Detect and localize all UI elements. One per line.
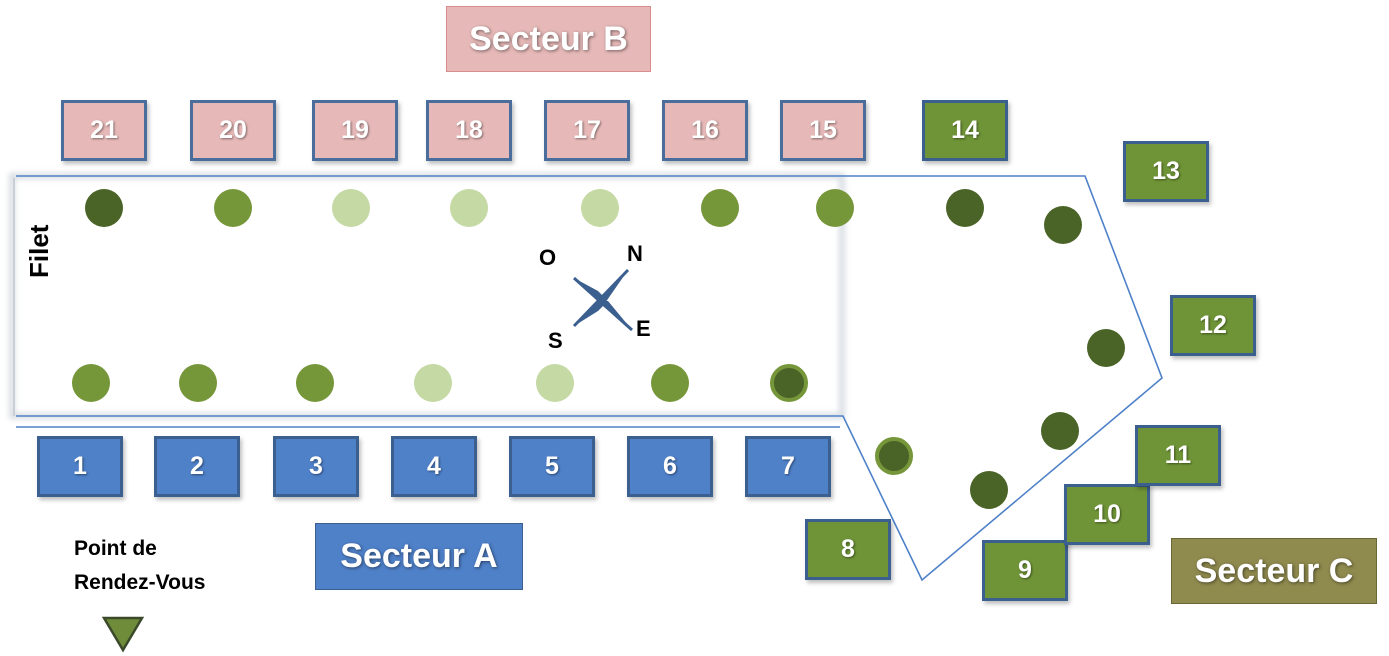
post-15: 15: [780, 100, 866, 161]
tree-dot: [1044, 206, 1082, 244]
tree-dot: [414, 364, 452, 402]
tree-dot: [72, 364, 110, 402]
tree-dot: [581, 189, 619, 227]
tree-dot: [770, 364, 808, 402]
tree-dot: [970, 471, 1008, 509]
post-9: 9: [982, 540, 1068, 601]
compass-west: O: [539, 245, 557, 270]
tree-dot: [651, 364, 689, 402]
tree-dot: [946, 189, 984, 227]
compass-east: E: [636, 316, 651, 341]
rendez-vous-line2: Rendez-Vous: [74, 571, 206, 594]
tree-row-top: [85, 189, 1082, 244]
post-8: 8: [805, 519, 891, 580]
post-18: 18: [426, 100, 512, 161]
tree-dot: [1041, 412, 1079, 450]
tree-row-bottom: [72, 364, 808, 402]
tree-dot: [332, 189, 370, 227]
filet-label: Filet: [24, 224, 54, 278]
post-17: 17: [544, 100, 630, 161]
rendez-vous-line1: Point de: [74, 537, 157, 560]
post-4: 4: [391, 436, 477, 497]
compass-rose: [572, 268, 634, 332]
sector-b-label: Secteur B: [446, 6, 651, 72]
rendez-vous-label: Point de Rendez-Vous: [74, 532, 205, 600]
post-13: 13: [1123, 141, 1209, 202]
post-1: 1: [37, 436, 123, 497]
tree-dot: [450, 189, 488, 227]
post-11: 11: [1135, 425, 1221, 486]
rendez-vous-triangle-icon: [101, 616, 145, 653]
post-6: 6: [627, 436, 713, 497]
sector-c-label: Secteur C: [1171, 538, 1377, 604]
tree-dot: [536, 364, 574, 402]
post-10: 10: [1064, 484, 1150, 545]
tree-dot: [875, 437, 913, 475]
post-20: 20: [190, 100, 276, 161]
tree-row-right: [875, 329, 1125, 509]
tree-dot: [701, 189, 739, 227]
tree-dot: [179, 364, 217, 402]
tree-dot: [1087, 329, 1125, 367]
post-14: 14: [922, 100, 1008, 161]
field-boundary: [16, 175, 1163, 582]
post-21: 21: [61, 100, 147, 161]
post-2: 2: [154, 436, 240, 497]
tree-dot: [296, 364, 334, 402]
post-19: 19: [312, 100, 398, 161]
tree-dot: [816, 189, 854, 227]
post-16: 16: [662, 100, 748, 161]
compass-south: S: [548, 328, 563, 353]
tree-dot: [85, 189, 123, 227]
post-12: 12: [1170, 295, 1256, 356]
post-7: 7: [745, 436, 831, 497]
compass-north: N: [627, 241, 643, 266]
post-5: 5: [509, 436, 595, 497]
sector-a-label: Secteur A: [315, 523, 523, 590]
tree-dot: [214, 189, 252, 227]
post-3: 3: [273, 436, 359, 497]
